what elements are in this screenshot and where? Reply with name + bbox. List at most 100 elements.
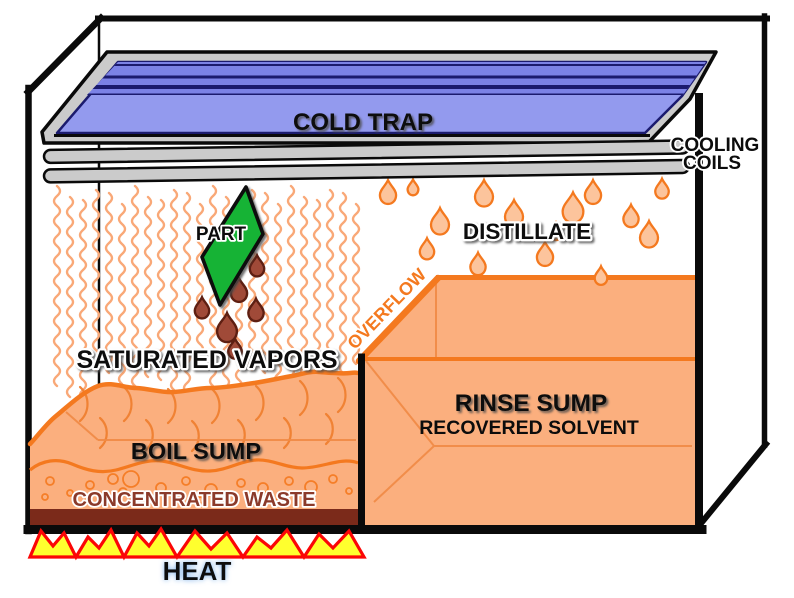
distillate-drop [470, 253, 485, 276]
cooling-coil-lower [42, 158, 691, 184]
convection-arc [144, 418, 154, 452]
contaminant-drop [250, 255, 264, 276]
distillate-drop [595, 266, 608, 285]
vapor-squiggle [312, 198, 322, 382]
convection-arc [236, 418, 246, 452]
waste-bubble [345, 487, 353, 495]
convection-arc [282, 416, 292, 450]
part-shape [200, 185, 265, 307]
rinse-sump-label: RINSE SUMP [455, 390, 607, 417]
distillate-drop [640, 221, 658, 248]
waste-bubble [41, 493, 49, 501]
distillate-drop [623, 205, 638, 228]
contaminant-drop [195, 297, 209, 318]
convection-arc [298, 379, 309, 417]
waste-bubble [155, 482, 167, 494]
convection-arc [122, 385, 133, 423]
vapor-squiggle [286, 184, 296, 408]
vapor-squiggle [351, 202, 361, 366]
boiling-bubbles [41, 470, 353, 504]
waste-bubble [181, 476, 191, 486]
waste-bubble [196, 496, 204, 504]
contaminant-drop [248, 299, 263, 322]
distillate-drop [431, 208, 449, 235]
waste-bubble [85, 480, 95, 490]
waste-boundary-wave [28, 458, 359, 474]
distillate-drop [550, 223, 562, 240]
convection-arc [78, 385, 89, 423]
convection-arc [336, 376, 347, 414]
distillate-drop [420, 238, 434, 259]
waste-bubble [236, 478, 246, 488]
vapor-squiggle [169, 188, 179, 392]
part-label: PART [196, 224, 247, 245]
concentrated-waste-strip [30, 509, 358, 527]
boil-sump [27, 369, 361, 527]
cold-trap-assembly [40, 50, 718, 184]
rinse-sump-front-face [361, 359, 696, 526]
distillate-label: DISTILLATE [463, 219, 591, 244]
waste-bubble [107, 473, 119, 485]
contaminant-drop [228, 339, 242, 359]
distillate-drop [475, 180, 493, 207]
saturated-vapors-label: SATURATED VAPORS [76, 346, 337, 374]
saturated-vapor-squiggles [52, 184, 361, 408]
waste-bubble [122, 470, 140, 488]
waste-bubble [328, 474, 338, 484]
distillate-drop [537, 242, 553, 266]
convection-arc [98, 416, 108, 450]
vapor-squiggle [78, 198, 88, 402]
rinse-sump-back-wall [362, 275, 696, 362]
distillate-drop [655, 179, 669, 199]
tank-top-left-edge [23, 13, 106, 97]
contaminant-drops [195, 255, 264, 358]
vapor-squiggle [182, 191, 192, 395]
distillate-drop [563, 192, 584, 222]
rinse-sump [355, 274, 698, 532]
cooling-coil-upper [42, 139, 691, 165]
boil-sump-surface-line [27, 369, 361, 447]
vapor-squiggle [325, 188, 335, 392]
waste-bubble [257, 482, 269, 494]
cooling-coils-label-line2: COILS [683, 153, 741, 174]
contaminant-drop [217, 313, 237, 342]
vapor-squiggle [104, 191, 114, 375]
vapor-squiggle [143, 195, 153, 379]
distillate-drop [380, 180, 396, 204]
vapor-squiggle [299, 195, 309, 379]
waste-bubble [204, 483, 218, 497]
vapor-squiggle [338, 191, 348, 395]
waste-bubble [118, 487, 128, 497]
distillate-drops [380, 179, 669, 285]
cooling-coils-label-line1: COOLING [671, 135, 760, 156]
waste-bubble [284, 476, 294, 486]
convection-arc [210, 387, 221, 425]
recovered-solvent-label: RECOVERED SOLVENT [419, 417, 639, 439]
waste-bubble [66, 489, 74, 497]
overflow-weir-edge [355, 274, 442, 365]
convection-arc [254, 384, 265, 422]
cold-trap-surface-ridges [87, 64, 706, 95]
waste-bubble [276, 495, 284, 503]
vapor-squiggle [156, 198, 166, 382]
convection-arc [324, 412, 334, 446]
waste-bubble [45, 476, 55, 486]
convection-arc [190, 419, 200, 453]
vapor-squiggle [273, 202, 283, 386]
contaminant-drop [231, 278, 247, 302]
vapor-squiggle [130, 184, 140, 408]
heat-label: HEAT [163, 556, 232, 586]
boil-sump-label: BOIL SUMP [131, 438, 261, 464]
vapor-squiggle [65, 195, 75, 399]
boil-sump-interior-edges [65, 411, 356, 441]
vapor-squiggle [195, 202, 205, 366]
rinse-sump-interior-edges [365, 281, 692, 503]
distillate-drop [408, 179, 419, 195]
boil-sump-convection-arcs [78, 376, 347, 453]
distillate-drop [585, 180, 601, 204]
vapor-squiggle [52, 184, 62, 388]
waste-bubble [304, 480, 318, 494]
tank-bottom-right-edge [693, 439, 771, 532]
